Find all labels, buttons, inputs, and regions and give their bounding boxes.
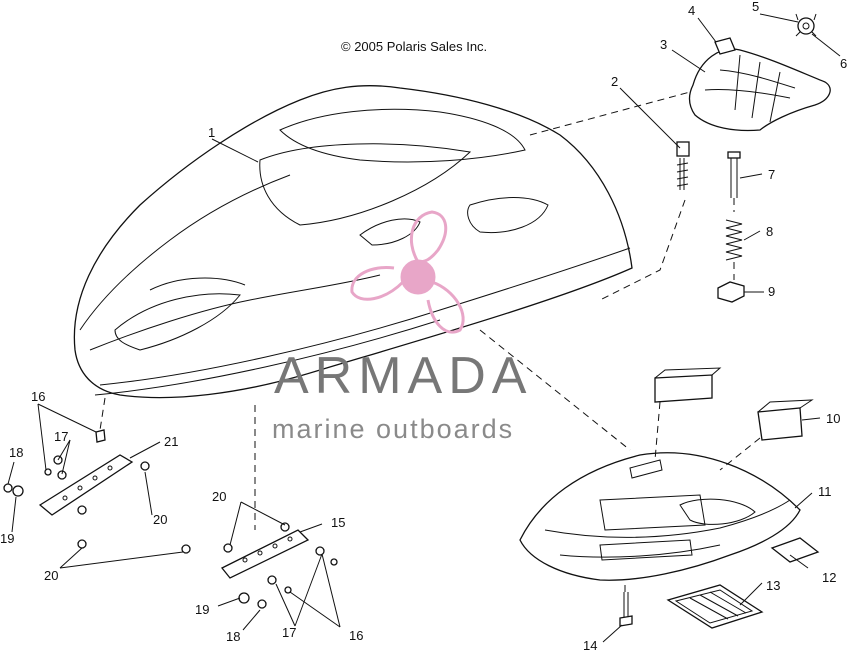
knob-part-5-6 [795,13,817,37]
callout-4: 4 [688,3,695,18]
callout-17b: 17 [282,625,296,640]
watermark-logo [350,210,465,334]
callout-8: 8 [766,224,773,239]
callout-12: 12 [822,570,836,585]
callout-19a: 19 [0,531,14,546]
assembly-lines [99,91,761,595]
spring-part-8 [725,219,743,261]
callout-13: 13 [766,578,780,593]
callout-11: 11 [818,484,832,499]
post-part-7 [727,151,741,198]
foam-blocks-part-10 [654,367,814,441]
bracket-part-21 [38,454,134,516]
callout-10: 10 [826,411,840,426]
callout-7: 7 [768,167,775,182]
windshield-part-3 [688,48,831,132]
bracket-part-2 [676,141,690,190]
bracket-part-15 [220,529,310,579]
watermark-tagline: marine outboards [272,414,515,444]
watermark-name: ARMADA [274,347,533,405]
callout-20b: 20 [44,568,58,583]
screen-part-13 [666,584,764,629]
callout-16a: 16 [31,389,45,404]
callout-3: 3 [660,37,667,52]
callout-15: 15 [331,515,345,530]
callout-1: 1 [208,125,215,140]
callout-20a: 20 [153,512,167,527]
callout-16b: 16 [349,628,363,643]
hood-part-1 [73,84,633,399]
callout-14: 14 [583,638,597,651]
label-part-12 [770,537,820,563]
callout-18b: 18 [226,629,240,644]
pan-assembly [519,452,801,581]
callout-19b: 19 [195,602,209,617]
callout-9: 9 [768,284,775,299]
callout-6: 6 [840,56,847,71]
copyright-text: © 2005 Polaris Sales Inc. [341,39,488,54]
callout-21: 21 [164,434,178,449]
leader-lines [7,13,841,643]
callout-17a: 17 [54,429,68,444]
callout-2: 2 [611,74,618,89]
callout-18a: 18 [9,445,23,460]
clip-part-4 [714,37,736,55]
callout-5: 5 [752,0,759,14]
nut-part-9 [717,281,745,303]
bolt-part-14 [619,592,633,627]
hardware-small-parts [3,429,338,609]
callout-20c: 20 [212,489,226,504]
